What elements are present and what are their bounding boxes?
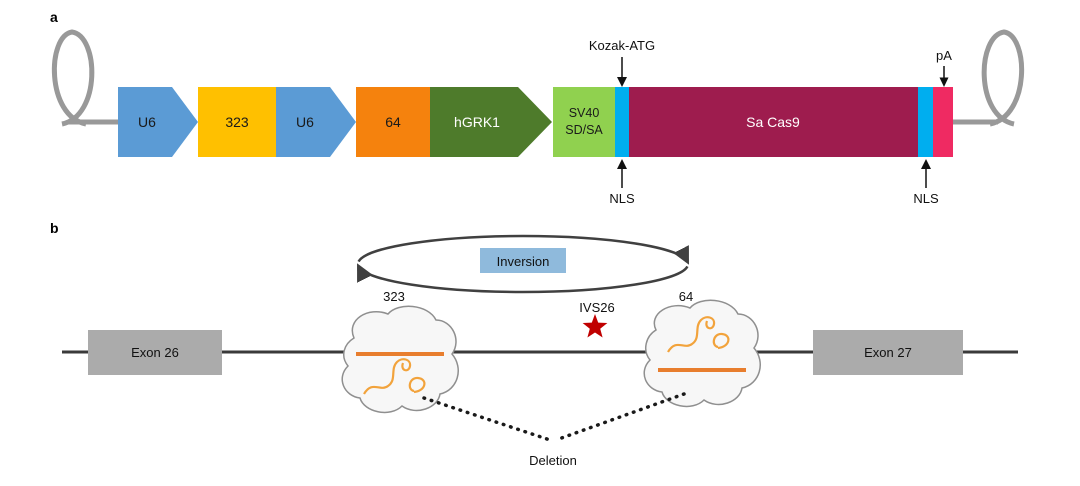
u6-promoter-arrow-1-label: U6 xyxy=(138,114,156,130)
pa-arrowhead-icon xyxy=(939,77,949,87)
grna-squiggle-left xyxy=(363,358,412,395)
nls-right-label: NLS xyxy=(913,191,939,206)
grna-loop-right-icon xyxy=(712,332,730,350)
cas9-blob-right xyxy=(643,299,761,408)
guide-323-label: 323 xyxy=(383,289,405,304)
exon-26-label: Exon 26 xyxy=(131,345,179,360)
inversion-label: Inversion xyxy=(497,254,550,269)
kozak-atg-arrowhead-icon xyxy=(617,77,627,87)
nls-right-arrowhead-icon xyxy=(921,159,931,169)
nls-segment-right xyxy=(918,87,933,157)
inversion-label-box xyxy=(480,248,566,273)
u6-promoter-arrow-1 xyxy=(118,87,198,157)
exon-27-label: Exon 27 xyxy=(864,345,912,360)
hgrk1-promoter-arrow xyxy=(430,87,552,157)
deletion-label: Deletion xyxy=(529,453,577,468)
guide-64-label: 64 xyxy=(679,289,693,304)
nls-left-label: NLS xyxy=(609,191,635,206)
panel-a-label: a xyxy=(50,9,58,25)
nls-segment-left xyxy=(615,87,629,157)
sv40-label-line1: SV40 xyxy=(569,106,600,120)
pa-label: pA xyxy=(936,48,952,63)
grna-squiggle-right xyxy=(667,316,716,353)
kozak-atg-label: Kozak-ATG xyxy=(589,38,655,53)
sv40-label-line2: SD/SA xyxy=(565,123,603,137)
exon-27-box xyxy=(813,330,963,375)
sacas9-box xyxy=(629,87,918,157)
grna-64-box-label: 64 xyxy=(385,114,401,130)
right-itr-icon xyxy=(981,29,1025,127)
grna-loop-left-icon xyxy=(408,376,426,394)
grna-323-box xyxy=(198,87,276,157)
sv40-sdsa-box xyxy=(553,87,615,157)
ivs26-star-icon xyxy=(582,314,608,338)
panel-b-label: b xyxy=(50,220,59,236)
sacas9-box-label: Sa Cas9 xyxy=(746,114,800,130)
deletion-line-right xyxy=(554,392,686,442)
exon-26-box xyxy=(88,330,222,375)
nls-left-arrowhead-icon xyxy=(617,159,627,169)
inversion-arc-top xyxy=(357,234,689,265)
u6-promoter-arrow-2-label: U6 xyxy=(296,114,314,130)
left-itr-icon xyxy=(51,29,95,127)
u6-promoter-arrow-2 xyxy=(276,87,356,157)
pa-segment xyxy=(933,87,953,157)
hgrk1-promoter-arrow-label: hGRK1 xyxy=(454,114,500,130)
deletion-line-left xyxy=(422,396,552,442)
ivs26-label: IVS26 xyxy=(579,300,614,315)
inversion-arc-bottom xyxy=(357,263,689,294)
grna-323-box-label: 323 xyxy=(225,114,249,130)
grna-64-box xyxy=(356,87,430,157)
